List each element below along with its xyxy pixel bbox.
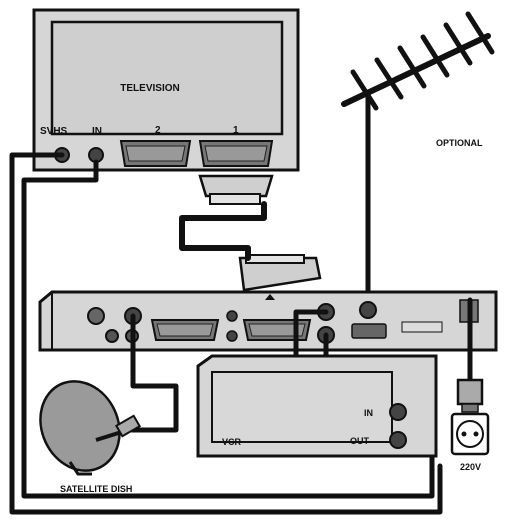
receiver-audio-l-port (105, 329, 119, 343)
scart-plug-icon (198, 174, 274, 205)
voltage-label: 220V (460, 462, 481, 472)
vcr-out-port (389, 431, 407, 449)
receiver-scart-vcr (242, 319, 312, 341)
dish-to-receiver-cable (129, 313, 179, 433)
vcr-in-label: IN (364, 408, 373, 418)
vcr: VCR IN OUT (196, 354, 438, 458)
tv-screen (50, 20, 284, 136)
receiver-scart-tv (150, 319, 220, 341)
satellite-dish-icon (39, 380, 142, 476)
receiver-serial-port (351, 323, 387, 339)
power-plug-icon (450, 378, 490, 456)
scart-cable (179, 201, 267, 261)
receiver-lnb-in-port (87, 307, 105, 325)
satellite-dish-label: SATELLITE DISH (60, 484, 132, 494)
receiver-small-port (226, 330, 238, 342)
scart-socket-2 (119, 140, 192, 167)
receiver-small-port (226, 310, 238, 322)
satellite-receiver (38, 290, 498, 352)
tv-label: TELEVISION (120, 83, 179, 94)
scart-plug-icon (238, 254, 322, 292)
receiver-antenna-port (359, 301, 377, 319)
receiver-rating-plate (401, 321, 443, 333)
optional-label: OPTIONAL (436, 138, 483, 148)
vcr-out-label: OUT (350, 436, 370, 446)
tv-antenna-icon (341, 11, 495, 301)
svhs-label: SVHS (40, 126, 68, 137)
television: TELEVISION SVHS IN 2 1 (32, 8, 300, 172)
scart-socket-1 (198, 140, 274, 167)
vcr-in-port (389, 403, 407, 421)
vcr-label: VCR (222, 437, 242, 447)
svhs-cable (9, 152, 443, 515)
scart-1-label: 1 (233, 125, 239, 136)
scart-2-label: 2 (155, 125, 161, 136)
tv-in-label: IN (92, 126, 102, 137)
